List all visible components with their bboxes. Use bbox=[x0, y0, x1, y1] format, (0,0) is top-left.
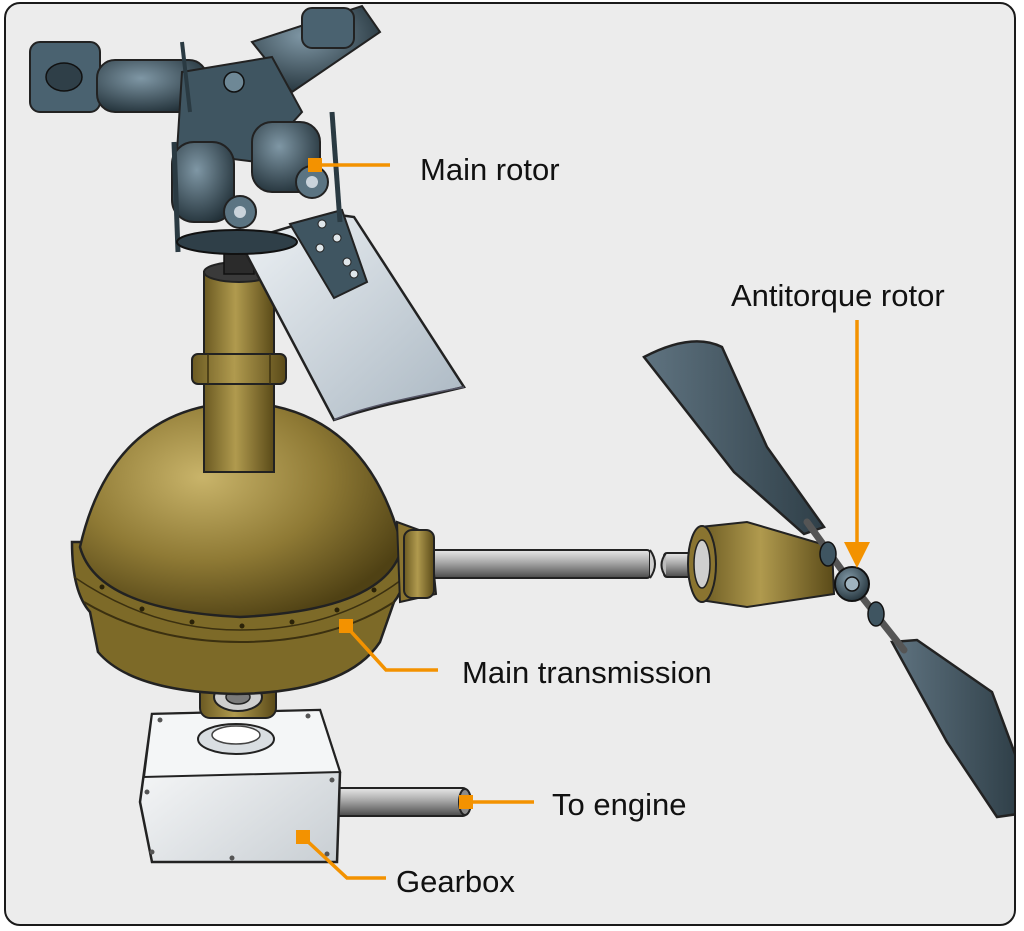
main-transmission-housing bbox=[70, 400, 438, 696]
engine-drive-shaft bbox=[331, 787, 472, 817]
helicopter-powertrain-illustration bbox=[29, 4, 1014, 880]
rotor-mast bbox=[191, 249, 287, 473]
to-engine-leader bbox=[459, 795, 534, 809]
main-transmission-leader bbox=[339, 619, 438, 672]
diagram-frame: Main rotor Antitorque rotor Main transmi… bbox=[4, 2, 1016, 926]
antitorque-rotor-leader bbox=[844, 320, 870, 568]
label-gearbox: Gearbox bbox=[396, 864, 515, 899]
main-rotor-hub bbox=[29, 4, 382, 255]
label-main-transmission: Main transmission bbox=[462, 655, 712, 690]
label-main-rotor: Main rotor bbox=[420, 152, 560, 187]
antitorque-rotor-assembly bbox=[642, 340, 1014, 819]
main-rotor-blade bbox=[238, 208, 467, 422]
tail-drive-shaft bbox=[421, 549, 717, 579]
gearbox-leader bbox=[296, 830, 386, 880]
label-to-engine: To engine bbox=[552, 787, 687, 822]
gearbox-housing bbox=[138, 708, 342, 864]
label-antitorque-rotor: Antitorque rotor bbox=[731, 278, 945, 313]
main-rotor-leader bbox=[308, 158, 390, 172]
leader-lines bbox=[296, 158, 870, 880]
